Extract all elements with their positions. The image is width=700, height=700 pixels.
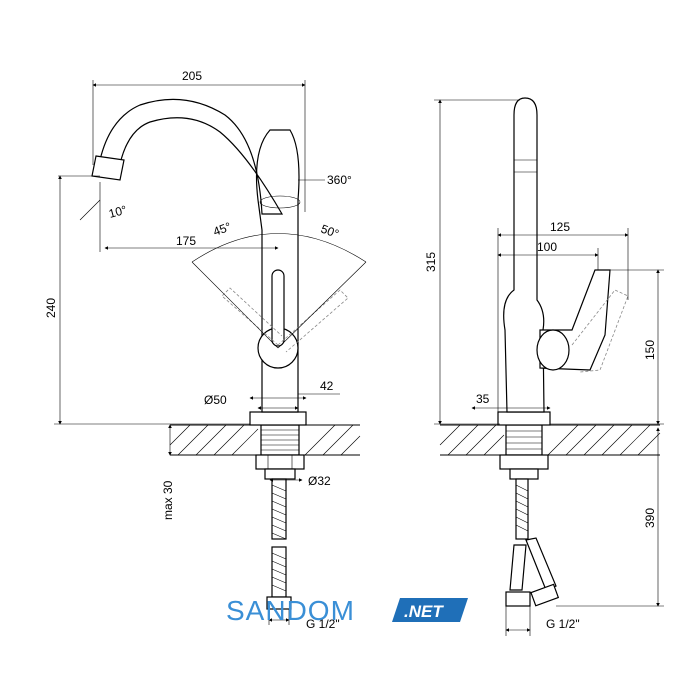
side-shank [499,424,549,480]
dim-base-offset: 35 [476,392,490,406]
dim-hose-length: 390 [643,508,657,528]
dim-spout-offset: 100 [537,240,557,254]
dim-shank-diameter: Ø32 [308,474,331,488]
dim-max-counter: max 30 [161,480,175,520]
watermark-brand: SANDOM [226,595,355,626]
rotation-ellipse [259,195,301,209]
front-base-plate [249,411,307,426]
dim-handle-height: 150 [643,340,657,360]
front-hose [266,478,292,610]
dim-spout-reach: 205 [182,69,202,83]
side-cartridge [536,329,570,371]
side-countertop [439,424,661,456]
front-spout [99,98,284,215]
dim-connection-side: G 1/2" [546,617,580,631]
dim-lever-reach: 175 [176,234,196,248]
side-handle-ghost [571,289,629,373]
watermark-badge [392,598,468,622]
dim-total-height: 315 [424,252,438,272]
front-shank [255,424,305,480]
dim-lever-angle-left: 45° [211,219,233,238]
side-hoses [505,478,560,607]
dim-height: 240 [44,298,58,318]
lever-arc [191,233,367,263]
watermark: SANDOM .NET [226,595,468,626]
front-lever [271,269,285,347]
dim-handle-reach: 125 [550,220,570,234]
watermark-suffix: .NET [404,602,444,621]
dim-body-width: 42 [320,379,334,393]
dim-base-diameter: Ø50 [204,393,227,407]
front-aerator [91,155,125,181]
front-view: 205 360° 10° 175 45° 50° 240 Ø50 42 Ø32 … [44,69,367,631]
dim-connection-front: G 1/2" [306,617,340,631]
side-view: 315 125 100 150 35 390 G 1/2" [424,97,664,636]
dim-outlet-angle: 10° [107,203,128,221]
lever-ghost-left [221,287,283,346]
dim-rotation: 360° [327,173,352,187]
side-base-plate [497,411,551,426]
dim-lever-angle-right: 50° [319,222,341,241]
